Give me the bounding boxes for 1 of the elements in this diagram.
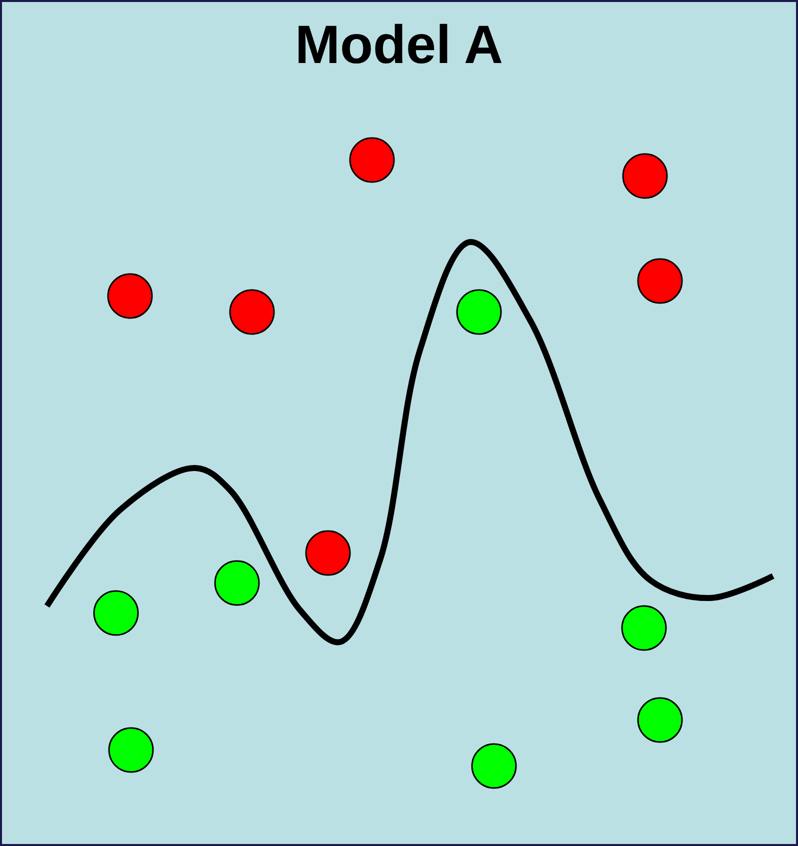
chart-title: Model A [294, 14, 504, 76]
